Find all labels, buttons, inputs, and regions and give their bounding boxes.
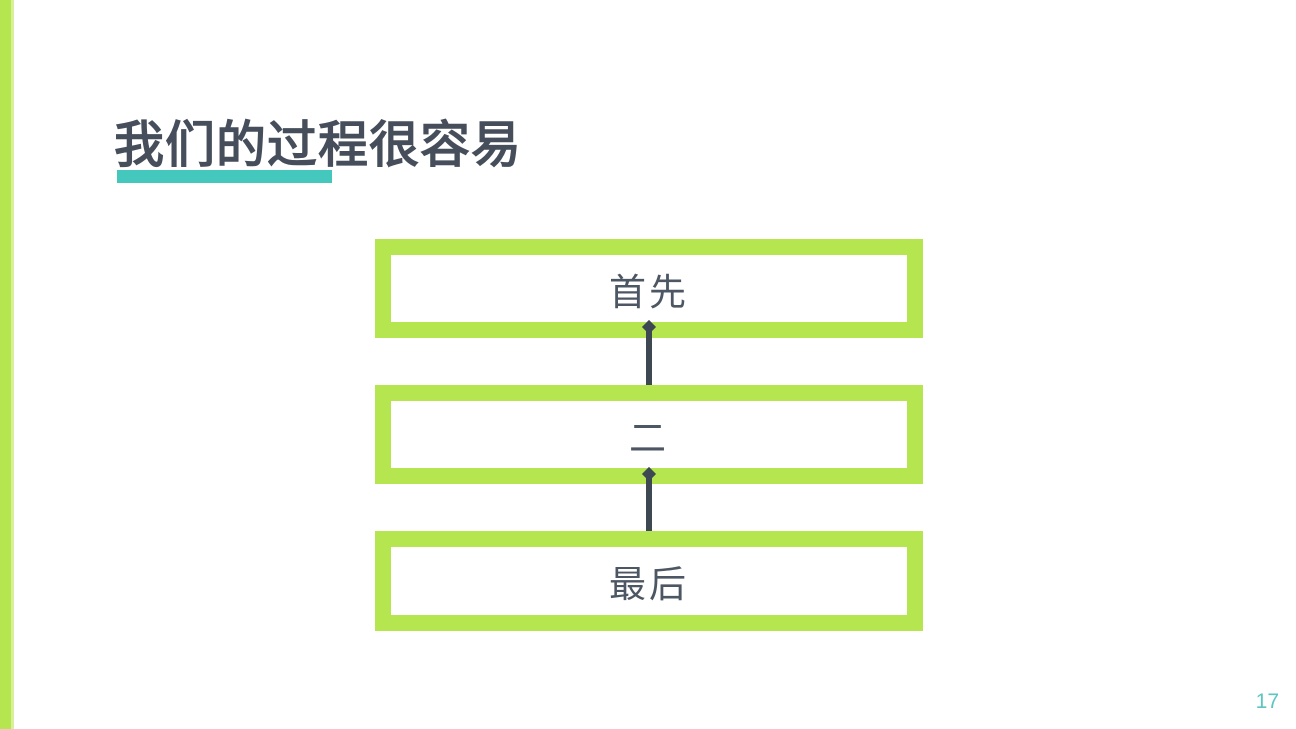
flow-step-label: 首先 (609, 271, 689, 313)
flow-step-label: 最后 (609, 564, 689, 605)
flow-step-box-last: 最后 (375, 531, 923, 631)
title-underline-bar (117, 170, 332, 183)
left-accent-bar (0, 0, 11, 729)
flow-step-label: 二 (629, 417, 669, 459)
flow-connector (641, 319, 657, 402)
left-accent-bar-highlight (11, 0, 14, 729)
flow-connector (641, 466, 657, 550)
page-number: 17 (1255, 690, 1279, 713)
connector-line (646, 327, 652, 394)
connector-line (646, 474, 652, 542)
slide-title: 我们的过程很容易 (114, 116, 522, 173)
